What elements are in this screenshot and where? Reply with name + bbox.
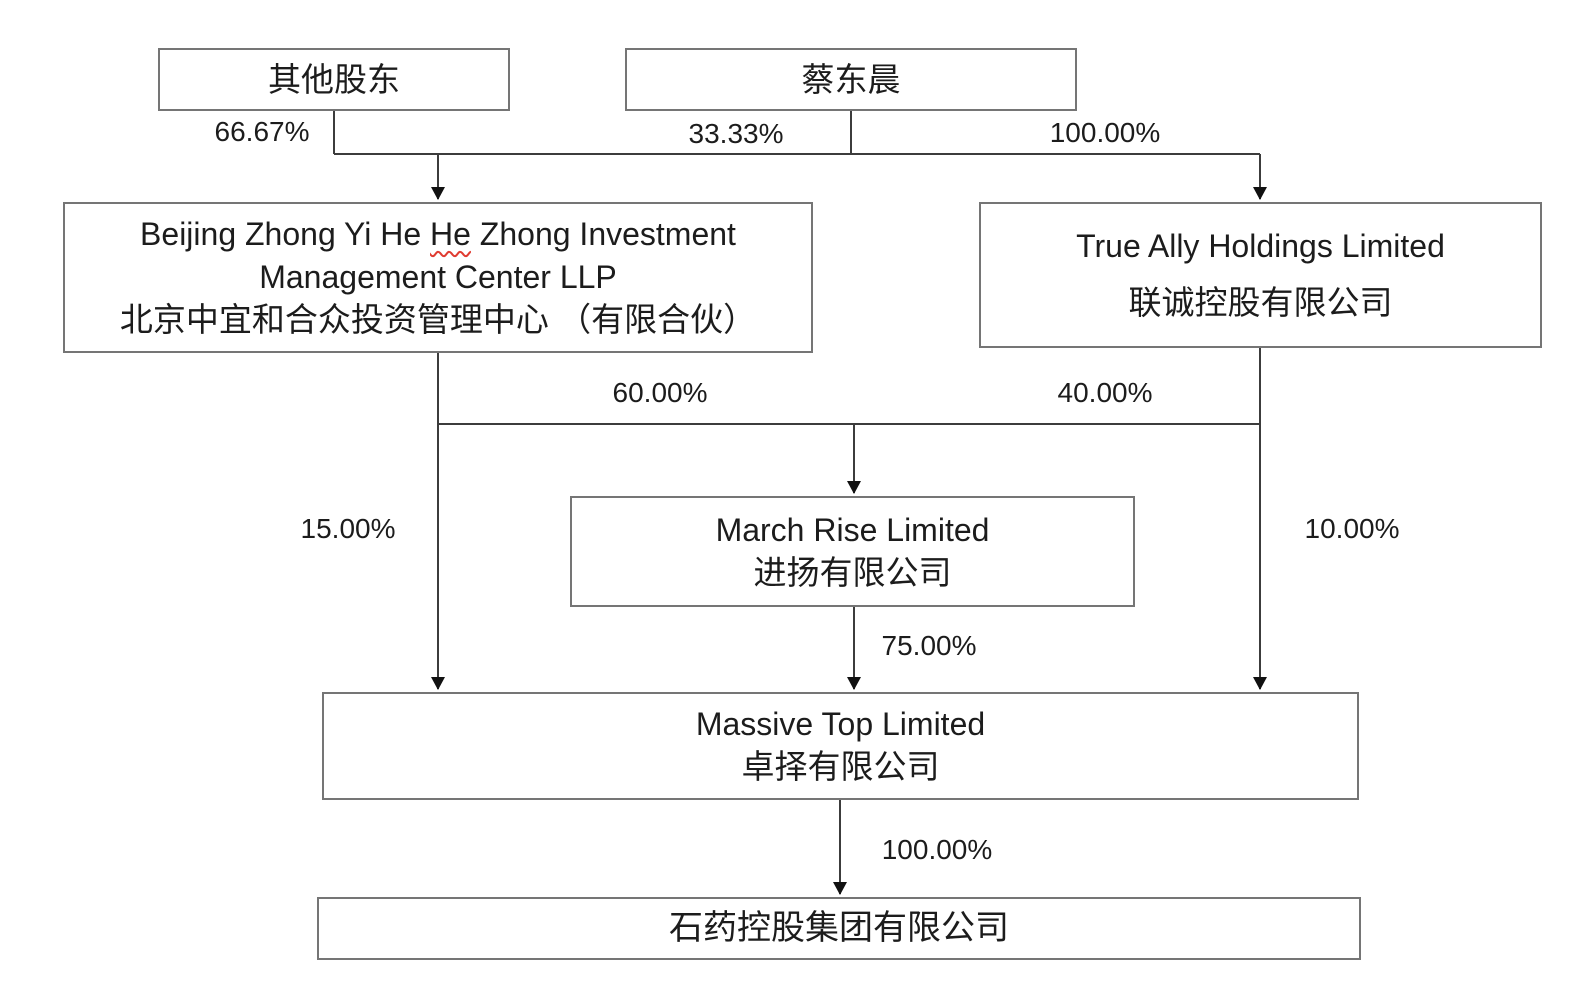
node-cspc-holding-label: 石药控股集团有限公司 — [669, 909, 1009, 948]
node-cai-dongchen-label: 蔡东晨 — [801, 60, 901, 98]
node-cai-dongchen: 蔡东晨 — [625, 48, 1077, 111]
pct-other-to-beijing: 66.67% — [214, 116, 310, 147]
node-other-shareholders: 其他股东 — [158, 48, 510, 111]
pct-beijing-to-march-rise: 60.00% — [612, 377, 708, 408]
pct-true-ally-to-massive-top: 10.00% — [1304, 513, 1400, 544]
node-true-ally-en: True Ally Holdings Limited — [1076, 228, 1445, 265]
pct-true-ally-to-march-rise: 40.00% — [1057, 377, 1153, 408]
node-true-ally-cn: 联诚控股有限公司 — [1128, 284, 1393, 322]
node-massive-top: Massive Top Limited 卓择有限公司 — [322, 692, 1359, 800]
node-beijing-zhongyi-en-line1: Beijing Zhong Yi He He Zhong Investment — [140, 213, 736, 255]
node-beijing-zhongyi-en-line1-underlined: He — [430, 216, 471, 253]
node-beijing-zhongyi-cn: 北京中宜和合众投资管理中心 （有限合伙） — [119, 300, 757, 338]
node-beijing-zhongyi-en-line1-post: Zhong Investment — [470, 216, 736, 253]
node-other-shareholders-label: 其他股东 — [268, 60, 400, 98]
pct-cai-to-beijing: 33.33% — [688, 118, 784, 149]
node-march-rise: March Rise Limited 进扬有限公司 — [570, 496, 1135, 607]
node-massive-top-cn: 卓择有限公司 — [741, 748, 940, 786]
node-beijing-zhongyi-en-line2: Management Center LLP — [259, 258, 617, 295]
node-massive-top-en: Massive Top Limited — [695, 706, 986, 743]
node-beijing-zhongyi-en-line1-pre: Beijing Zhong Yi He — [140, 216, 430, 253]
pct-massive-top-to-cspc: 100.00% — [881, 834, 993, 865]
pct-cai-to-true-ally: 100.00% — [1049, 117, 1161, 148]
node-march-rise-en: March Rise Limited — [715, 511, 990, 548]
node-true-ally: True Ally Holdings Limited 联诚控股有限公司 — [979, 202, 1542, 348]
pct-march-rise-to-massive-top: 75.00% — [881, 630, 977, 661]
node-march-rise-cn: 进扬有限公司 — [753, 553, 952, 591]
node-cspc-holding: 石药控股集团有限公司 — [317, 897, 1361, 960]
node-beijing-zhongyi: Beijing Zhong Yi He He Zhong Investment … — [63, 202, 813, 353]
pct-beijing-to-massive-top: 15.00% — [300, 513, 396, 544]
